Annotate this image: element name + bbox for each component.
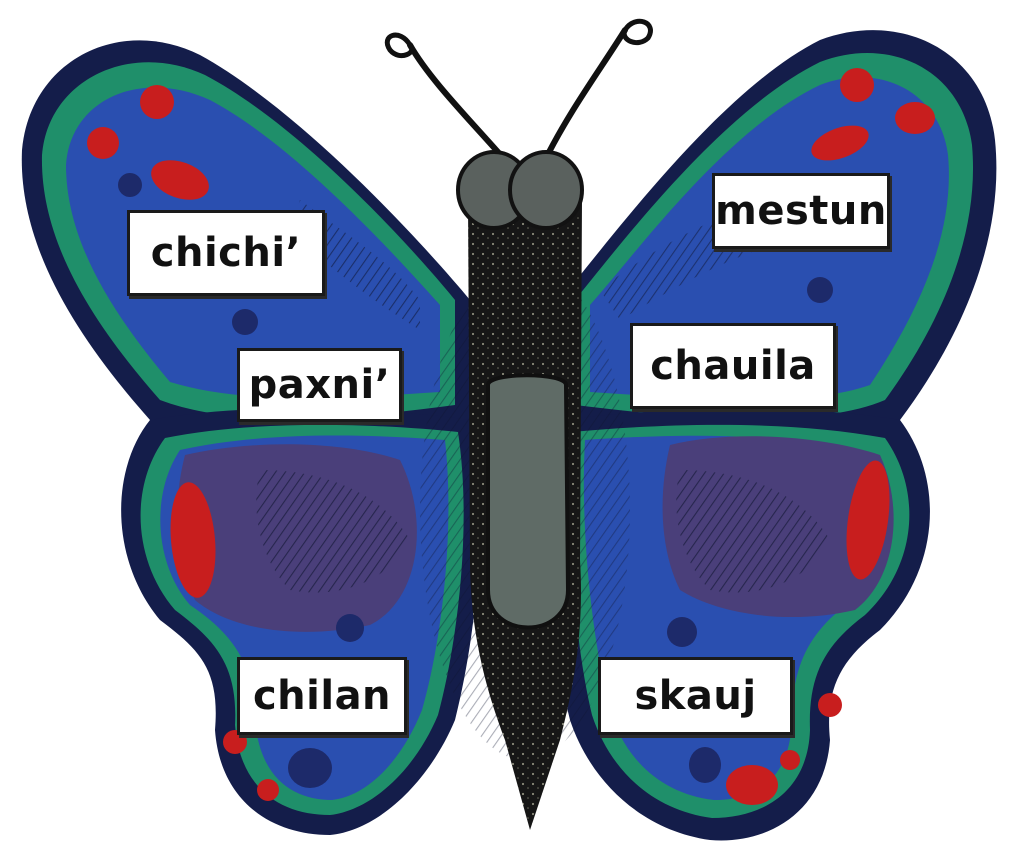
label-skauj: skauj [598, 657, 793, 735]
label-chichi: chichi’ [127, 210, 325, 296]
antennae [387, 21, 650, 160]
label-chauila: chauila [630, 323, 836, 409]
label-chilan: chilan [237, 657, 407, 735]
label-mestun: mestun [712, 173, 890, 249]
label-paxni: paxni’ [237, 348, 402, 422]
